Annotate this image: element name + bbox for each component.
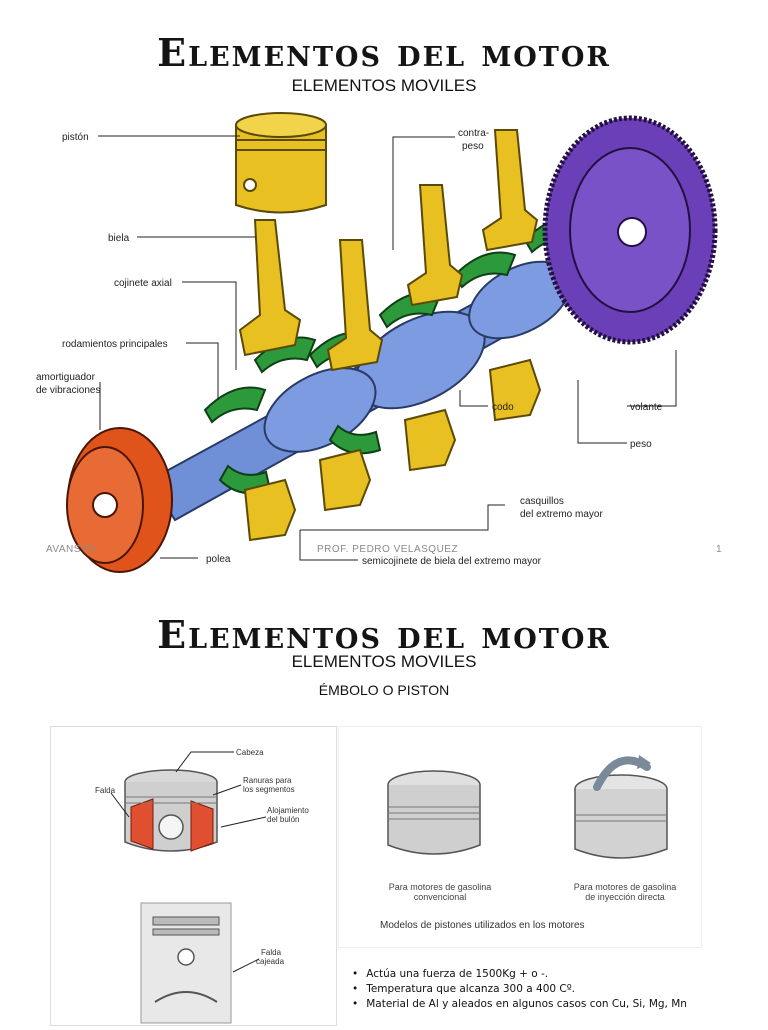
caption-direct-injection-line-1: Para motores de gasolina (573, 882, 677, 892)
caption-direct-injection-line-2: de inyección directa (585, 892, 665, 902)
piston-direct-injection (574, 755, 668, 859)
piston-fact-temperature: Temperatura que alcanza 300 a 400 Cº. (352, 983, 687, 995)
slide-2: Elementos del motor ELEMENTOS MOVILES ÉM… (0, 590, 768, 1026)
caption-direct-injection: Para motores de gasolina de inyección di… (565, 882, 685, 902)
footer-page-number: 1 (716, 544, 723, 555)
slide-1: Elementos del motor ELEMENTOS MOVILES (36, 30, 723, 573)
slide-1-title: Elementos del motor (157, 30, 611, 75)
engine-diagram: pistón biela cojinete axial rodamientos … (36, 112, 718, 573)
label-biela: biela (108, 233, 130, 244)
label-falda: Falda (95, 786, 116, 795)
piston-models-panel (338, 726, 702, 948)
footer-left: AVANSYS (46, 544, 96, 555)
label-alojamiento-2: del bulón (267, 815, 299, 824)
caption-conventional-line-2: convencional (413, 892, 467, 902)
piston-cutaway-diagram: Cabeza Ranuras para los segmentos Alojam… (95, 748, 309, 1024)
slide-2-subtitle: ELEMENTOS MOVILES (291, 652, 477, 671)
flywheel (542, 115, 718, 345)
label-cabeza: Cabeza (236, 748, 264, 757)
label-amortiguador-1: amortiguador (36, 372, 96, 383)
label-peso: peso (630, 439, 652, 450)
piston-fact-material: Material de Al y aleados en algunos caso… (352, 998, 687, 1010)
label-alojamiento-1: Alojamiento (267, 806, 309, 815)
label-piston: pistón (62, 132, 89, 143)
label-contrapeso-2: peso (462, 141, 484, 152)
pulley (66, 427, 173, 573)
piston (235, 112, 327, 214)
caption-conventional-line-1: Para motores de gasolina (388, 882, 492, 892)
label-cojinete-axial: cojinete axial (114, 278, 172, 289)
label-rodamientos: rodamientos principales (62, 339, 168, 350)
piston-conventional (387, 770, 481, 855)
caption-models: Modelos de pistones utilizados en los mo… (380, 920, 585, 931)
label-falda-cajeada-2: cajeada (256, 957, 285, 966)
label-casquillos-1: casquillos (520, 496, 564, 507)
label-polea: polea (206, 554, 231, 565)
caption-conventional: Para motores de gasolina convencional (380, 882, 500, 902)
piston-top (124, 769, 218, 852)
label-falda-cajeada-1: Falda (261, 948, 282, 957)
label-semicojinete: semicojinete de biela del extremo mayor (362, 556, 542, 567)
piston-fact-force: Actúa una fuerza de 1500Kg + o -. (352, 968, 687, 980)
slide-1-subtitle: ELEMENTOS MOVILES (291, 76, 477, 95)
piston-facts-list: Actúa una fuerza de 1500Kg + o -. Temper… (352, 968, 687, 1013)
piston-models-illustration (387, 755, 668, 859)
piston-leaders (110, 751, 267, 973)
label-amortiguador-2: de vibraciones (36, 385, 100, 396)
connecting-rods (238, 129, 542, 542)
label-codo: codo (492, 402, 514, 413)
piston-side-view (140, 902, 232, 1024)
label-casquillos-2: del extremo mayor (520, 509, 603, 520)
slide-2-title: Elementos del motor (157, 612, 611, 657)
footer-center: PROF. PEDRO VELASQUEZ (317, 544, 459, 555)
label-contrapeso-1: contra- (458, 128, 489, 139)
label-ranuras-1: Ranuras para (243, 776, 292, 785)
leader-lines (98, 135, 677, 561)
label-volante: volante (630, 402, 663, 413)
piston-cutaway-panel: Cabeza Ranuras para los segmentos Alojam… (50, 726, 337, 1026)
slide-2-heading: ÉMBOLO O PISTON (318, 682, 450, 698)
label-ranuras-2: los segmentos (243, 785, 295, 794)
crankshaft (148, 238, 617, 522)
